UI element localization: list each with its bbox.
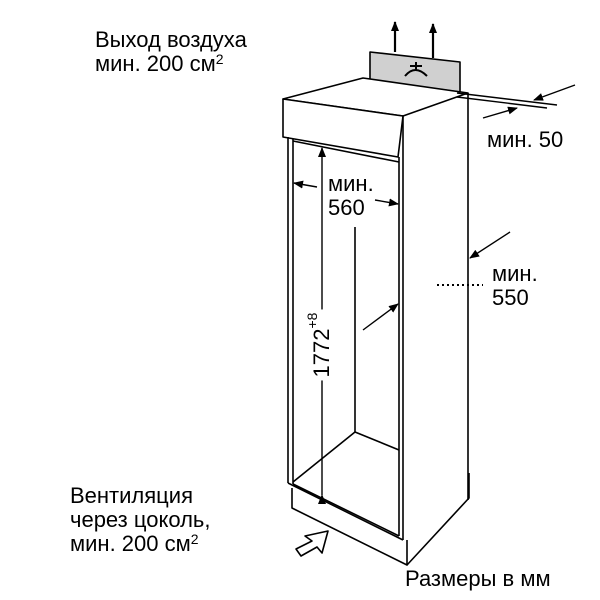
height-label: 1772+8	[304, 309, 335, 381]
gap-dim-arrow-1	[533, 84, 576, 101]
vent-line3: мин. 200 см2	[70, 531, 211, 556]
plinth-side	[406, 473, 470, 566]
depth-label: мин. 550	[492, 262, 538, 310]
top-box-front	[282, 98, 404, 158]
gap-dim-line-1	[456, 92, 558, 106]
vent-label: Вентиляция через цоколь, мин. 200 см2	[70, 484, 211, 556]
depth-line2: 550	[492, 285, 529, 310]
depth-dim-arrow-inner	[362, 303, 399, 331]
gap-dim-line-2	[456, 96, 548, 109]
height-tolerance: +8	[304, 312, 320, 329]
width-line1: мин.	[328, 171, 374, 196]
width-label: мин. 560	[328, 172, 374, 220]
width-dim-arrow-left	[293, 180, 318, 189]
air-outlet-line1: Выход воздуха	[95, 27, 247, 52]
depth-dim-arrow-outer	[469, 231, 511, 259]
gap-dim-arrow-2	[482, 106, 518, 119]
cabinet-bottom-outer-edge	[287, 482, 404, 541]
interior-floor-back-edge	[354, 431, 400, 451]
air-outlet-sup: 2	[215, 51, 224, 67]
vent-inlet-arrow-icon	[295, 530, 329, 557]
vent-line2: через цоколь,	[70, 507, 211, 532]
vent-line1: Вентиляция	[70, 483, 193, 508]
cabinet-bottom-inner-edge	[292, 483, 400, 537]
cabinet-top-inner-edge	[292, 140, 400, 163]
air-outlet-line2: мин. 200 см2	[95, 51, 247, 76]
depth-line1: мин.	[492, 261, 538, 286]
air-outlet-value: мин. 200 см	[95, 51, 216, 76]
vent-symbol-icon	[404, 62, 428, 77]
vent-value: мин. 200 см	[70, 531, 191, 556]
width-dim-arrow-right	[374, 198, 399, 207]
plinth-front	[291, 488, 408, 566]
width-line2: 560	[328, 195, 365, 220]
air-outlet-label: Выход воздуха мин. 200 см2	[95, 28, 247, 76]
units-note: Размеры в мм	[405, 566, 551, 591]
vent-sup: 2	[190, 531, 199, 547]
gap-top-label: мин. 50	[487, 127, 564, 152]
height-value: 1772	[309, 328, 334, 378]
interior-floor-left-edge	[292, 431, 356, 483]
